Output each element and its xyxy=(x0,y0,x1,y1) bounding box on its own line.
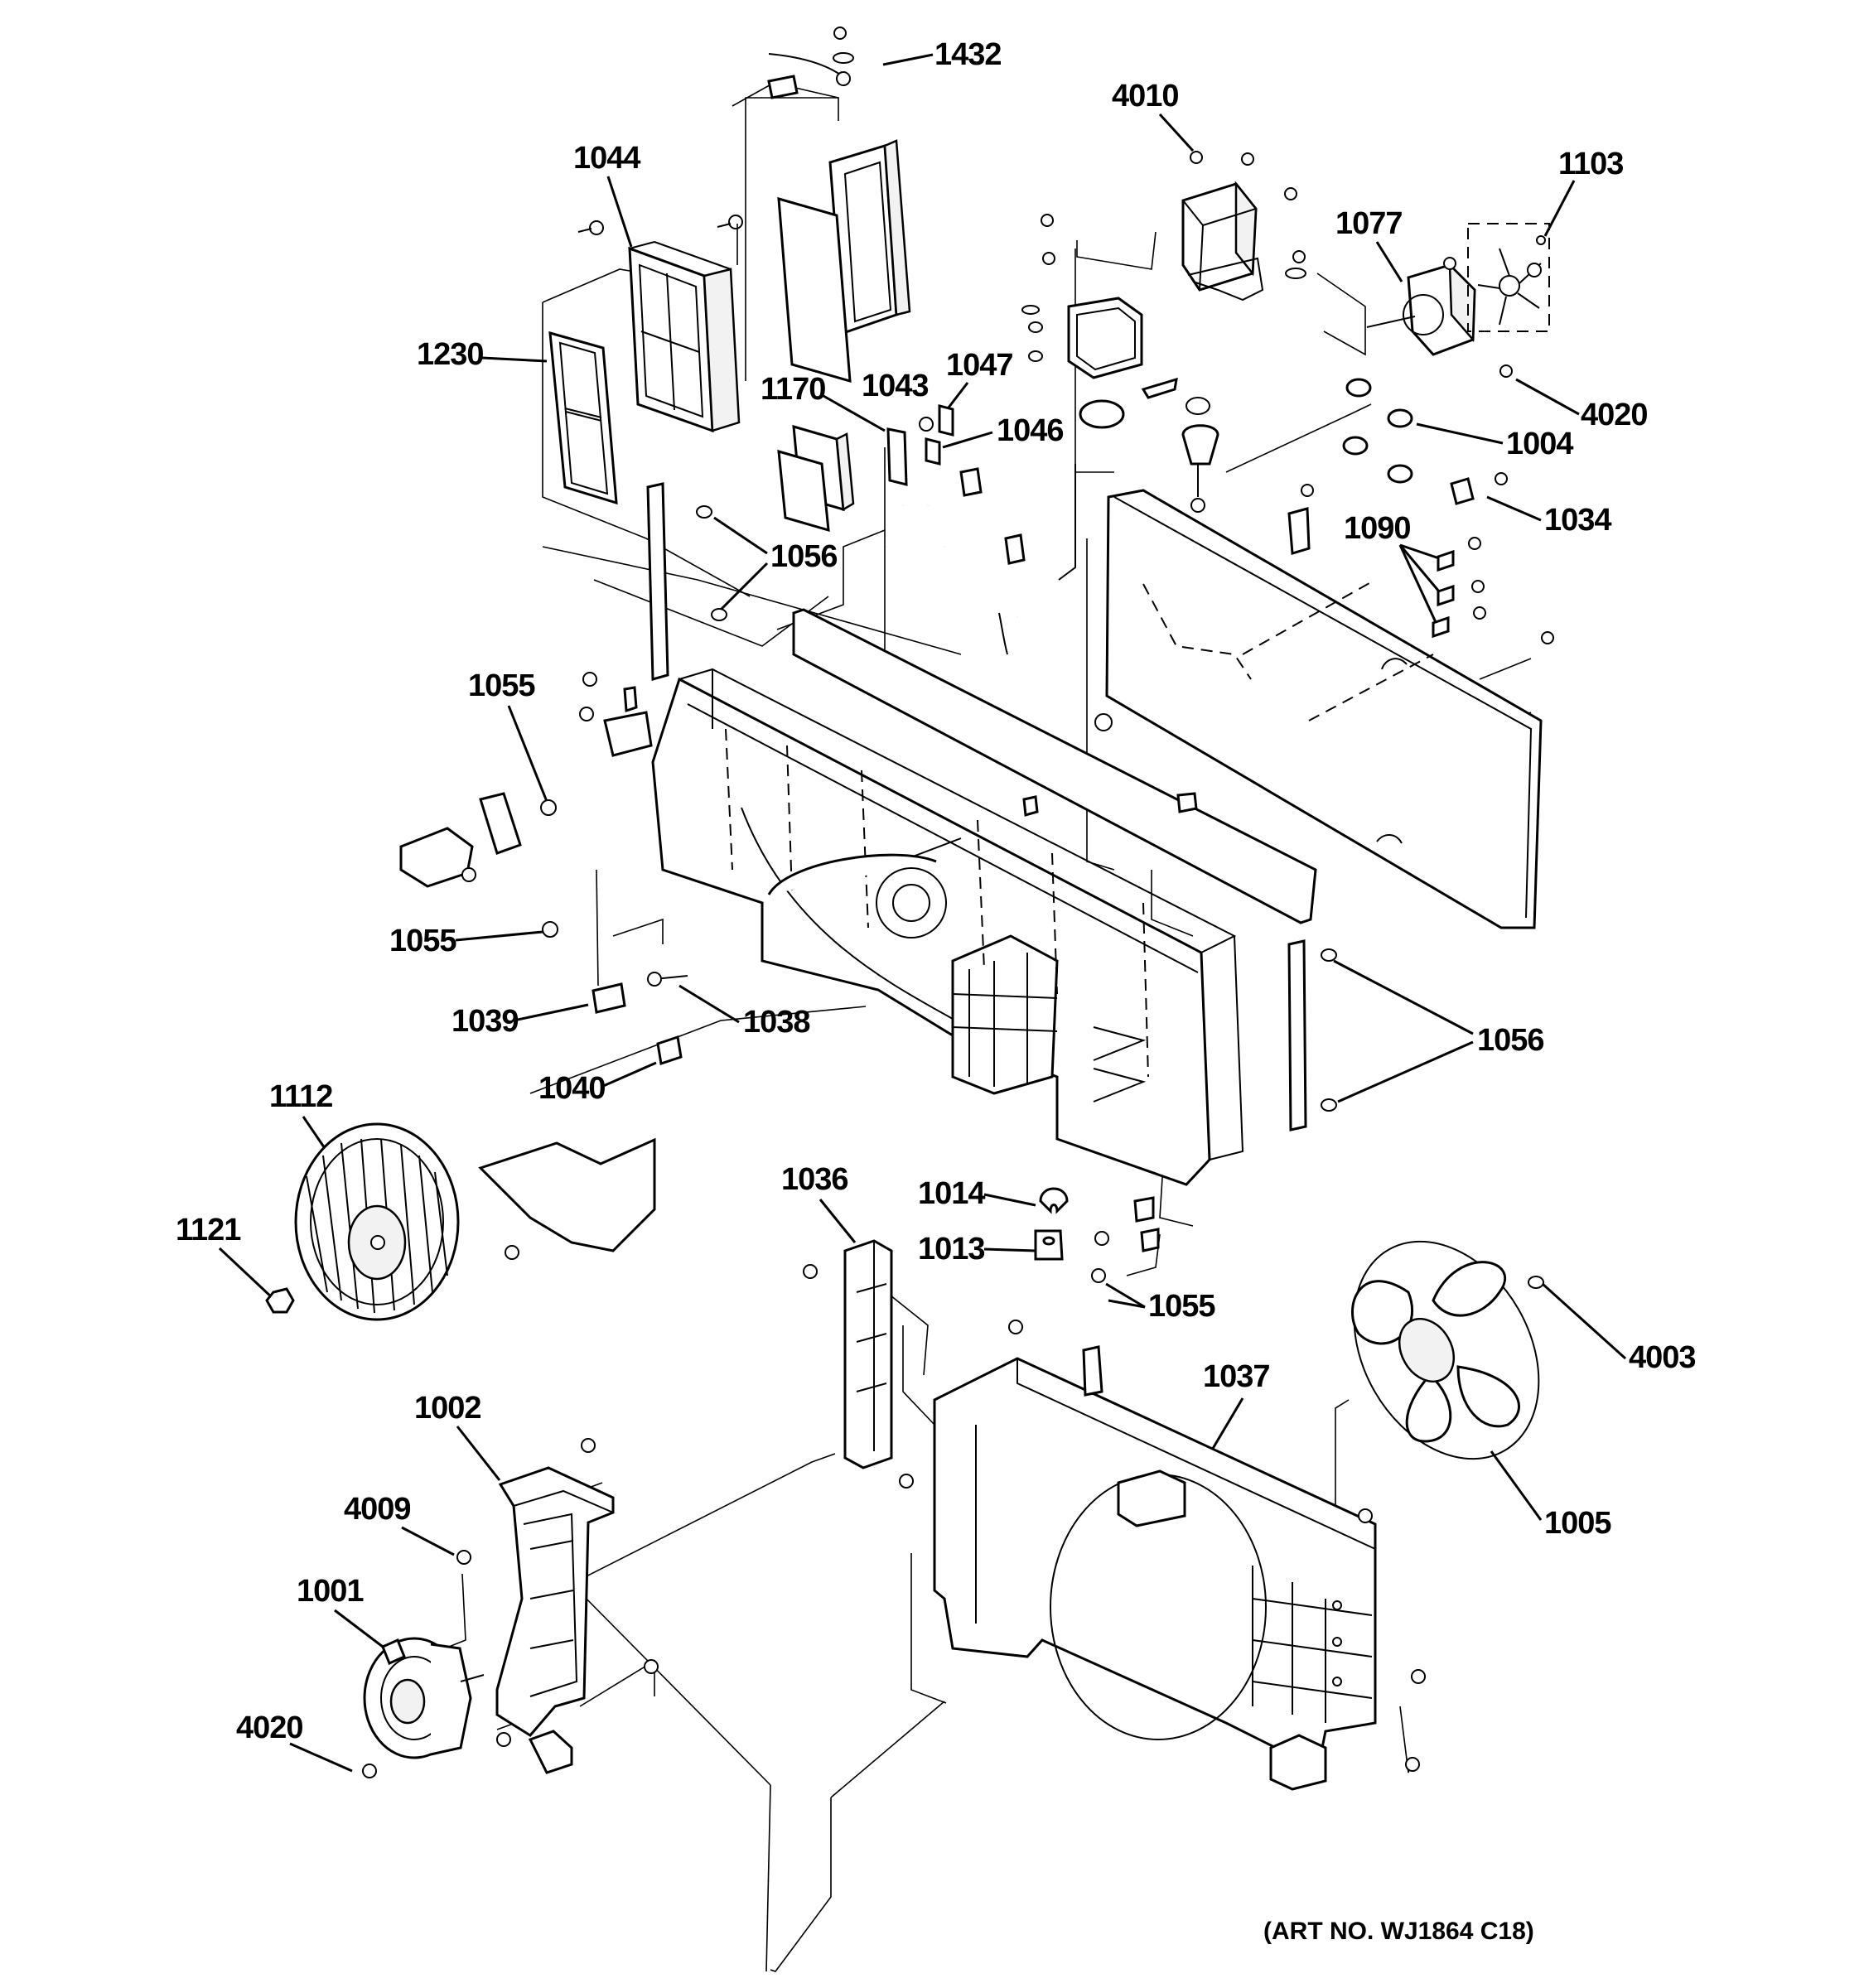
callout-labels: 1432 4010 1044 1103 1077 1230 1043 1047 … xyxy=(176,37,1697,1945)
callout-1034: 1034 xyxy=(1544,503,1611,538)
callout-1046: 1046 xyxy=(997,413,1064,448)
part-1004-grommets xyxy=(1342,378,1413,484)
part-reversing-valve xyxy=(1021,297,1178,429)
callout-1121: 1121 xyxy=(176,1213,241,1247)
callout-4020-bottom: 4020 xyxy=(236,1711,303,1745)
part-1112-blower-wheel xyxy=(265,1122,460,1321)
callout-4020-top: 4020 xyxy=(1581,398,1648,432)
screw-icons-top-left xyxy=(577,215,743,265)
part-1103-fan-blade xyxy=(1467,223,1550,378)
callout-1040: 1040 xyxy=(538,1071,606,1106)
part-4010-control-box xyxy=(1041,151,1306,302)
part-1046-tubing xyxy=(886,461,1076,655)
callout-1170: 1170 xyxy=(761,372,825,407)
part-1005-axial-fan xyxy=(1351,1240,1544,1460)
part-1043-filter xyxy=(777,139,911,384)
callout-1112: 1112 xyxy=(269,1079,332,1114)
callout-1039: 1039 xyxy=(452,1004,519,1039)
callout-1036: 1036 xyxy=(781,1162,848,1197)
callout-1013: 1013 xyxy=(918,1232,985,1267)
callout-1038: 1038 xyxy=(743,1005,810,1040)
part-main-chassis xyxy=(579,668,1244,1186)
part-1056-rails xyxy=(646,482,1337,1132)
part-filter-pads xyxy=(777,424,855,533)
part-1001-fan-motor xyxy=(362,1637,485,1778)
callout-1230: 1230 xyxy=(417,337,484,372)
assembly-guide-lines xyxy=(440,82,1532,1972)
callout-4003: 4003 xyxy=(1629,1340,1696,1375)
callout-1004: 1004 xyxy=(1506,427,1573,461)
callout-1077: 1077 xyxy=(1335,206,1403,241)
part-1034-clip xyxy=(1450,472,1508,505)
callout-4010: 4010 xyxy=(1112,79,1179,113)
part-1002-motor-mount xyxy=(456,1438,659,1774)
callout-1090: 1090 xyxy=(1344,511,1411,546)
callout-1043: 1043 xyxy=(862,369,929,403)
part-1039-1040-brackets xyxy=(592,972,688,1065)
callout-1014: 1014 xyxy=(918,1176,985,1211)
part-1230-gasket xyxy=(548,331,618,505)
part-rear-panel xyxy=(1094,484,1554,929)
callout-1047: 1047 xyxy=(946,348,1013,383)
part-thermostat-sensor xyxy=(1181,397,1219,513)
callout-1001: 1001 xyxy=(297,1574,364,1609)
callout-1103: 1103 xyxy=(1558,147,1623,181)
callout-1037: 1037 xyxy=(1203,1359,1270,1394)
callout-1005: 1005 xyxy=(1544,1506,1611,1541)
callout-1055-lower: 1055 xyxy=(389,924,456,958)
part-1077-motor xyxy=(1366,257,1476,356)
leader-lines xyxy=(218,53,1627,1773)
callout-1056-top: 1056 xyxy=(770,539,838,574)
callout-4009: 4009 xyxy=(344,1492,411,1527)
part-1432-clip xyxy=(767,27,854,99)
callout-1044: 1044 xyxy=(573,141,640,176)
part-1170-bracket xyxy=(886,404,954,486)
art-number: (ART NO. WJ1864 C18) xyxy=(1263,1918,1534,1945)
part-1055-clips-and-pan xyxy=(399,792,558,938)
part-1036-support xyxy=(803,1239,893,1469)
part-1037-shroud xyxy=(899,1320,1426,1791)
callout-1055-upper: 1055 xyxy=(468,668,535,703)
part-air-deflector xyxy=(478,1137,656,1260)
part-1044-bracket xyxy=(628,241,741,433)
callout-1056-right: 1056 xyxy=(1477,1023,1544,1058)
callout-1055-bottom: 1055 xyxy=(1148,1289,1215,1324)
part-1014-1013-mounts xyxy=(1034,1187,1160,1283)
callout-1002: 1002 xyxy=(414,1391,481,1426)
callout-1432: 1432 xyxy=(934,37,1002,72)
